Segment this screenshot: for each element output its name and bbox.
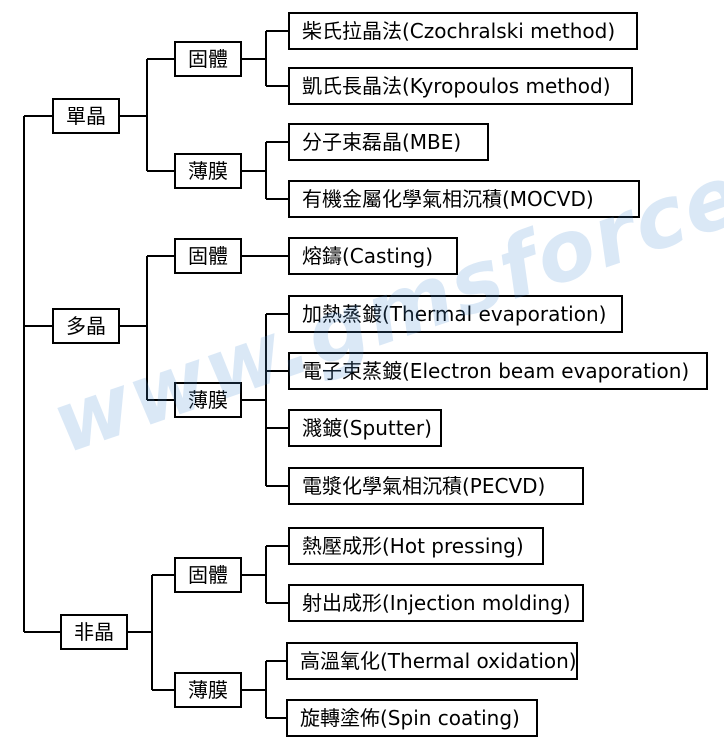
node-amorphous-thin-film: 薄膜 [174,672,242,708]
node-single-crystal-thin-film: 薄膜 [174,153,242,189]
node-polycrystal-thin-film: 薄膜 [174,382,242,418]
method-czochralski: 柴氏拉晶法(Czochralski method) [288,12,638,50]
node-amorphous: 非晶 [60,614,128,650]
node-single-crystal-bulk: 固體 [174,41,242,77]
method-hot-pressing: 熱壓成形(Hot pressing) [288,527,544,565]
method-electron-beam-evaporation: 電子束蒸鍍(Electron beam evaporation) [288,352,708,390]
method-sputter: 濺鍍(Sputter) [288,409,442,447]
node-amorphous-bulk: 固體 [174,557,242,593]
method-mocvd: 有機金屬化學氣相沉積(MOCVD) [288,180,640,218]
method-spin-coating: 旋轉塗佈(Spin coating) [286,699,538,737]
method-thermal-oxidation: 高溫氧化(Thermal oxidation) [286,642,578,680]
method-casting: 熔鑄(Casting) [288,237,458,275]
method-injection-molding: 射出成形(Injection molding) [288,584,584,622]
node-single-crystal: 單晶 [52,98,120,134]
node-polycrystal: 多晶 [52,308,120,344]
node-polycrystal-bulk: 固體 [174,238,242,274]
method-thermal-evaporation: 加熱蒸鍍(Thermal evaporation) [288,295,623,333]
method-pecvd: 電漿化學氣相沉積(PECVD) [288,467,584,505]
method-mbe: 分子束磊晶(MBE) [288,123,489,161]
method-kyropoulos: 凱氏長晶法(Kyropoulos method) [288,67,633,105]
